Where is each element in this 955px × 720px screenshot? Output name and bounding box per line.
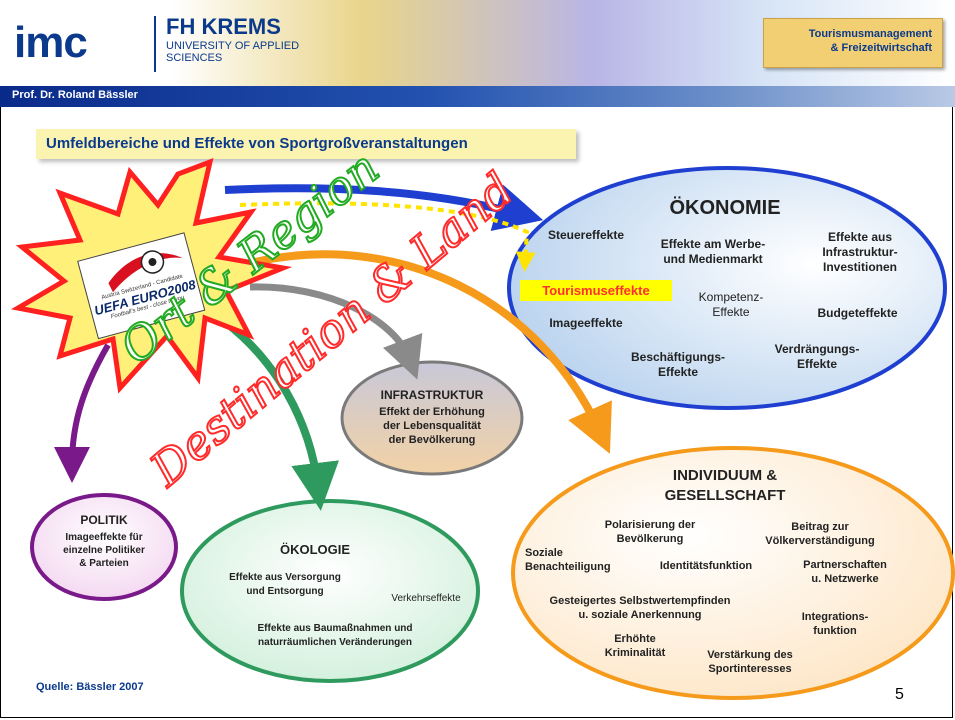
oekonomie-title: ÖKONOMIE xyxy=(669,197,781,219)
blue-arrow xyxy=(224,184,544,232)
selbstwert-label-group: Gesteigertes Selbstwertempfinden u. sozi… xyxy=(540,594,740,622)
fh-krems-subtitle-2: SCIENCES xyxy=(166,52,223,64)
verkehrseffekte-label: Verkehrseffekte xyxy=(391,593,461,604)
author-name: Prof. Dr. Roland Bässler xyxy=(12,89,138,101)
infra-invest-label-group: Effekte aus Infrastruktur- Investitionen xyxy=(800,230,920,275)
author-bar: Prof. Dr. Roland Bässler xyxy=(0,86,955,107)
kriminalitaet-line-2: Kriminalität xyxy=(604,647,666,659)
imc-logo-text: imc xyxy=(14,18,88,67)
werbe-line-2: und Medienmarkt xyxy=(663,252,763,266)
politik-line-1: Imageeffekte für xyxy=(65,532,143,543)
page-number: 5 xyxy=(895,686,904,703)
verdraengung-line-1: Verdrängungs- xyxy=(774,342,860,356)
kompetenz-line-2: Effekte xyxy=(712,305,750,319)
beitrag-line-2: Völkerverständigung xyxy=(765,535,875,547)
werbe-line-1: Effekte am Werbe- xyxy=(660,237,766,251)
beitrag-label-group: Beitrag zur Völkerverständigung xyxy=(750,520,890,548)
politik-ellipse xyxy=(30,493,178,601)
yellow-dotted-arrow xyxy=(239,201,536,272)
partner-line-2: u. Netzwerke xyxy=(811,573,879,585)
versorgung-line-2: und Entsorgung xyxy=(246,586,324,597)
integration-line-1: Integrations- xyxy=(801,611,869,623)
budgeteffekte-label: Budgeteffekte xyxy=(817,306,898,320)
soziale-label-group: Soziale Benachteiligung xyxy=(525,546,625,574)
versorgung-line-1: Effekte aus Versorgung xyxy=(229,572,341,583)
green-arrow xyxy=(222,318,339,511)
selbstwert-line-1: Gesteigertes Selbstwertempfinden xyxy=(549,595,731,607)
selbstwert-line-2: u. soziale Anerkennung xyxy=(578,609,702,621)
kriminalitaet-label-group: Erhöhte Kriminalität xyxy=(590,632,680,660)
bau-label-group: Effekte aus Baumaßnahmen und naturräumli… xyxy=(230,622,440,650)
beitrag-line-1: Beitrag zur xyxy=(791,521,849,533)
identitaet-label: Identitätsfunktion xyxy=(659,560,753,572)
slide-title: Umfeldbereiche und Effekte von Sportgroß… xyxy=(36,129,576,159)
orange-arrow xyxy=(254,250,612,454)
kompetenz-label-group: Kompetenz- Effekte xyxy=(686,290,776,320)
infrastruktur-line-1: Effekt der Erhöhung xyxy=(379,406,485,418)
logo-separator xyxy=(154,16,156,72)
fh-krems-logo: FH KREMS UNIVERSITY OF APPLIED SCIENCES xyxy=(166,14,299,64)
header-band: imc FH KREMS UNIVERSITY OF APPLIED SCIEN… xyxy=(0,0,955,86)
imageeffekte-label: Imageeffekte xyxy=(549,316,623,330)
beschaeftigung-label-group: Beschäftigungs- Effekte xyxy=(618,350,738,380)
beschaeftigung-line-1: Beschäftigungs- xyxy=(630,350,725,364)
integration-label-group: Integrations- funktion xyxy=(785,610,885,638)
infra-invest-line-1: Effekte aus xyxy=(827,230,893,244)
bau-line-2: naturräumlichen Veränderungen xyxy=(258,637,412,648)
infrastruktur-line-2: der Lebensqualität xyxy=(383,420,481,432)
oekonomie-ellipse xyxy=(507,166,947,410)
steuereffekte-label: Steuereffekte xyxy=(547,228,625,242)
infrastruktur-label-group: INFRASTRUKTUR Effekt der Erhöhung der Le… xyxy=(352,388,512,447)
polarisierung-label-group: Polarisierung der Bevölkerung xyxy=(580,518,720,546)
infra-invest-line-3: Investitionen xyxy=(822,260,897,274)
polarisierung-line-1: Polarisierung der xyxy=(604,519,696,531)
fh-krems-subtitle-1: UNIVERSITY OF APPLIED xyxy=(166,40,300,52)
imc-logo: imc xyxy=(14,18,88,68)
partner-label-group: Partnerschaften u. Netzwerke xyxy=(790,558,900,586)
soziale-line-2: Benachteiligung xyxy=(525,561,611,573)
bau-line-1: Effekte aus Baumaßnahmen und xyxy=(257,623,413,634)
sportinteresse-line-2: Sportinteresses xyxy=(708,663,792,675)
versorgung-label-group: Effekte aus Versorgung und Entsorgung xyxy=(210,571,360,599)
tourismuseffekte-label: Tourismuseffekte xyxy=(520,280,672,301)
infrastruktur-line-3: der Bevölkerung xyxy=(388,434,476,446)
politik-line-2: einzelne Politiker xyxy=(63,545,145,556)
politik-label-group: POLITIK Imageeffekte für einzelne Politi… xyxy=(44,514,164,570)
partner-line-1: Partnerschaften xyxy=(803,559,887,571)
euro2008-logo xyxy=(77,232,206,340)
politik-line-3: & Parteien xyxy=(79,558,129,569)
program-line-2: & Freizeitwirtschaft xyxy=(830,42,932,54)
infrastruktur-ellipse xyxy=(340,360,524,476)
individuum-title-group: INDIVIDUUM & GESELLSCHAFT xyxy=(620,466,830,506)
soziale-line-1: Soziale xyxy=(525,547,563,559)
oekologie-title: ÖKOLOGIE xyxy=(279,542,351,557)
individuum-title-line-2: GESELLSCHAFT xyxy=(664,487,786,504)
kriminalitaet-line-1: Erhöhte xyxy=(614,633,656,645)
sportinteresse-label-group: Verstärkung des Sportinteresses xyxy=(690,648,810,676)
politik-title: POLITIK xyxy=(80,513,128,527)
verdraengung-label-group: Verdrängungs- Effekte xyxy=(762,342,872,372)
source-citation: Quelle: Bässler 2007 xyxy=(36,681,144,693)
infra-invest-line-2: Infrastruktur- xyxy=(822,245,898,259)
purple-arrow xyxy=(54,343,111,483)
program-box: Tourismusmanagement & Freizeitwirtschaft xyxy=(763,18,943,68)
fh-krems-name: FH KREMS xyxy=(166,14,281,39)
verdraengung-line-2: Effekte xyxy=(796,357,837,371)
individuum-title-line-1: INDIVIDUUM & xyxy=(672,467,778,484)
program-line-1: Tourismusmanagement xyxy=(808,28,932,40)
polarisierung-line-2: Bevölkerung xyxy=(616,533,684,545)
integration-line-2: funktion xyxy=(813,625,857,637)
individuum-ellipse xyxy=(511,446,955,700)
beschaeftigung-line-2: Effekte xyxy=(657,365,698,379)
infrastruktur-title: INFRASTRUKTUR xyxy=(380,388,484,402)
grey-arrow xyxy=(249,283,423,380)
kompetenz-line-1: Kompetenz- xyxy=(698,290,764,304)
sportinteresse-line-1: Verstärkung des xyxy=(707,649,793,661)
werbe-label-group: Effekte am Werbe- und Medienmarkt xyxy=(648,237,778,267)
